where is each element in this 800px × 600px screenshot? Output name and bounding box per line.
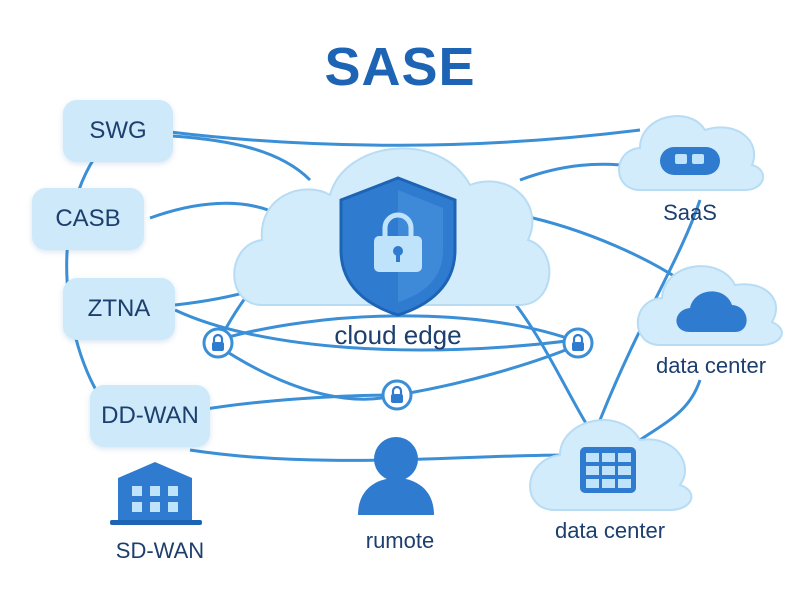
- link-casb-center: [149, 201, 269, 220]
- service-box-casb: CASB: [32, 188, 144, 250]
- link-saas-down: [598, 199, 702, 421]
- link-dc1-dc2: [639, 379, 702, 442]
- service-box-ddwan: DD-WAN: [90, 385, 210, 447]
- service-label: SWG: [89, 117, 147, 144]
- saas-label: SaaS: [663, 200, 717, 225]
- service-label: CASB: [55, 205, 121, 232]
- link-center-dc1: [519, 213, 681, 282]
- sd-wan-label: SD-WAN: [115, 538, 205, 563]
- service-label: ZTNA: [87, 295, 151, 322]
- center-label: cloud edge: [334, 320, 462, 350]
- data-center-label: data center: [554, 518, 666, 543]
- link-ddwan-center: [199, 393, 398, 412]
- page-title: SASE: [324, 37, 476, 97]
- service-label: DD-WAN: [101, 402, 199, 429]
- lock-icon: [381, 379, 413, 411]
- link-swg-saas: [169, 128, 641, 147]
- remote-label: rumote: [365, 528, 435, 553]
- link-swg-center: [171, 134, 312, 182]
- link-ztna-ring: [174, 308, 576, 352]
- lock-icon: [562, 327, 594, 359]
- service-box-swg: SWG: [63, 100, 173, 162]
- lock-icon: [202, 327, 234, 359]
- data-center-label: data center: [655, 353, 767, 378]
- service-box-ztna: ZTNA: [63, 278, 175, 340]
- link-ring-bottom-right: [396, 343, 579, 397]
- shield-lock-icon: [339, 176, 457, 317]
